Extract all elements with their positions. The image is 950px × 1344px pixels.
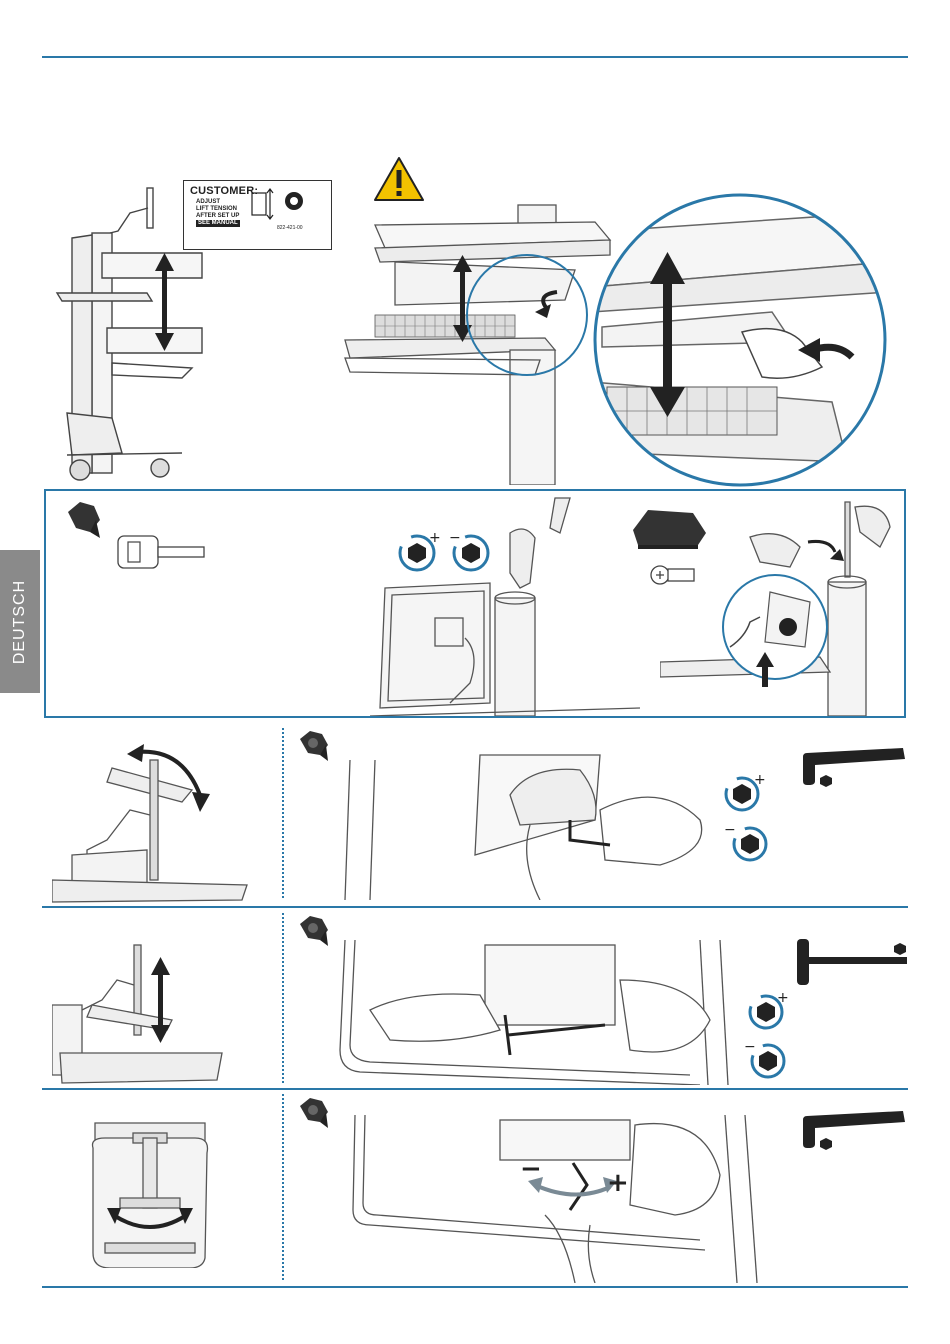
- monitor-height-illustration: [52, 925, 227, 1085]
- monitor-swivel-illustration: [85, 1108, 215, 1268]
- section-divider-2: [42, 1088, 908, 1090]
- t-handle-key-icon: [795, 937, 910, 987]
- label-title: CUSTOMER:: [190, 185, 258, 197]
- monitor-tilt-detail: [330, 750, 730, 900]
- separator-dotted-2: [282, 913, 284, 1083]
- monitor-column-illustration: [370, 493, 640, 716]
- separator-dotted-3: [282, 1094, 284, 1280]
- keyboard-tray-illustration: [335, 200, 625, 485]
- plus-sign-3: +: [777, 990, 789, 1006]
- step-icon-2: [296, 914, 332, 948]
- warning-icon: [373, 155, 425, 203]
- zoom-detail: [592, 192, 888, 488]
- swivel-plus-sign: +: [607, 1168, 629, 1198]
- step-icon-3: [296, 1096, 332, 1130]
- label-tension-icon: [250, 185, 310, 223]
- height-nut-icons: + −: [742, 985, 792, 1080]
- allen-key-icon: [793, 745, 908, 790]
- hex-nut-counterclockwise-icon: −: [724, 822, 766, 860]
- label-line-after-setup: AFTER SET UP: [196, 213, 240, 220]
- label-see-manual: SEE MANUAL: [196, 220, 240, 227]
- swivel-minus-sign: −: [520, 1154, 542, 1184]
- hex-socket-tool-icon: [60, 498, 210, 578]
- bottom-rule: [42, 1286, 908, 1288]
- separator-dotted-1: [282, 728, 284, 898]
- language-tab-label: DEUTSCH: [11, 579, 29, 663]
- language-tab: DEUTSCH: [0, 550, 40, 693]
- hex-nut-clockwise-icon: +: [726, 772, 766, 810]
- monitor-height-detail: [330, 940, 750, 1085]
- label-instructions: ADJUST LIFT TENSION AFTER SET UP SEE MAN…: [196, 199, 240, 227]
- hex-nut-clockwise-icon: +: [750, 990, 789, 1028]
- label-part-number: 822-421-00: [277, 225, 303, 231]
- label-line-lift-tension: LIFT TENSION: [196, 206, 240, 213]
- label-line-adjust: ADJUST: [196, 199, 240, 206]
- minus-sign-2: −: [724, 822, 736, 838]
- monitor-swivel-detail: − +: [345, 1115, 765, 1283]
- tilt-nut-icons: + −: [722, 770, 772, 865]
- hex-nut-counterclockwise-icon: −: [744, 1039, 784, 1077]
- customer-warning-label: CUSTOMER: ADJUST LIFT TENSION AFTER SET …: [183, 180, 332, 250]
- step-icon-1: [296, 729, 332, 763]
- monitor-tilt-illustration: [52, 740, 252, 905]
- allen-key-icon-2: [793, 1108, 908, 1153]
- minus-sign-3: −: [744, 1039, 756, 1055]
- cap-removal-illustration: [660, 497, 900, 716]
- section-divider-1: [42, 906, 908, 908]
- top-rule: [42, 56, 908, 58]
- plus-sign-2: +: [754, 772, 766, 788]
